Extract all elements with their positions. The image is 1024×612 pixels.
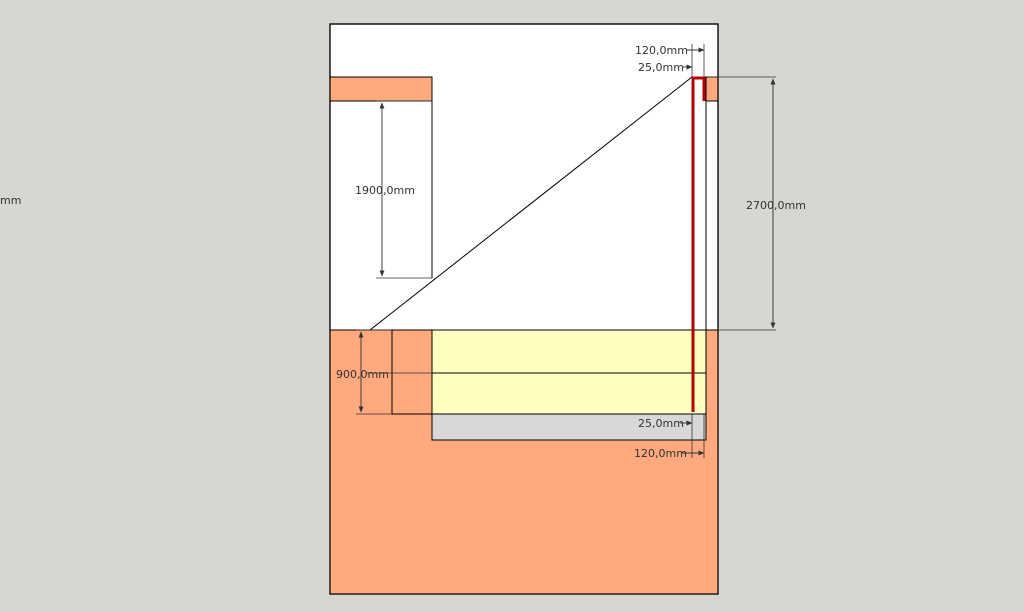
dim-label-2700: 2700,0mm [746,199,806,212]
dim-label-top-120: 120,0mm [635,44,688,57]
dim-label-top-25: 25,0mm [638,61,684,74]
stair-pit-yellow [431,329,707,415]
red-post [691,76,706,412]
dim-label-1900: 1900,0mm [355,184,415,197]
offscreen-unit-label: mm [0,194,21,207]
top-right-slab-stub [705,76,719,102]
dim-label-bottom-120: 120,0mm [634,447,687,460]
top-left-slab [329,76,433,102]
stair-step-block [391,329,433,415]
dim-label-bottom-25: 25,0mm [638,417,684,430]
sheet-outline [329,23,719,595]
stair-diagonal [369,76,693,331]
dim-label-900: 900,0mm [336,368,389,381]
pit-base-grey [431,413,707,441]
